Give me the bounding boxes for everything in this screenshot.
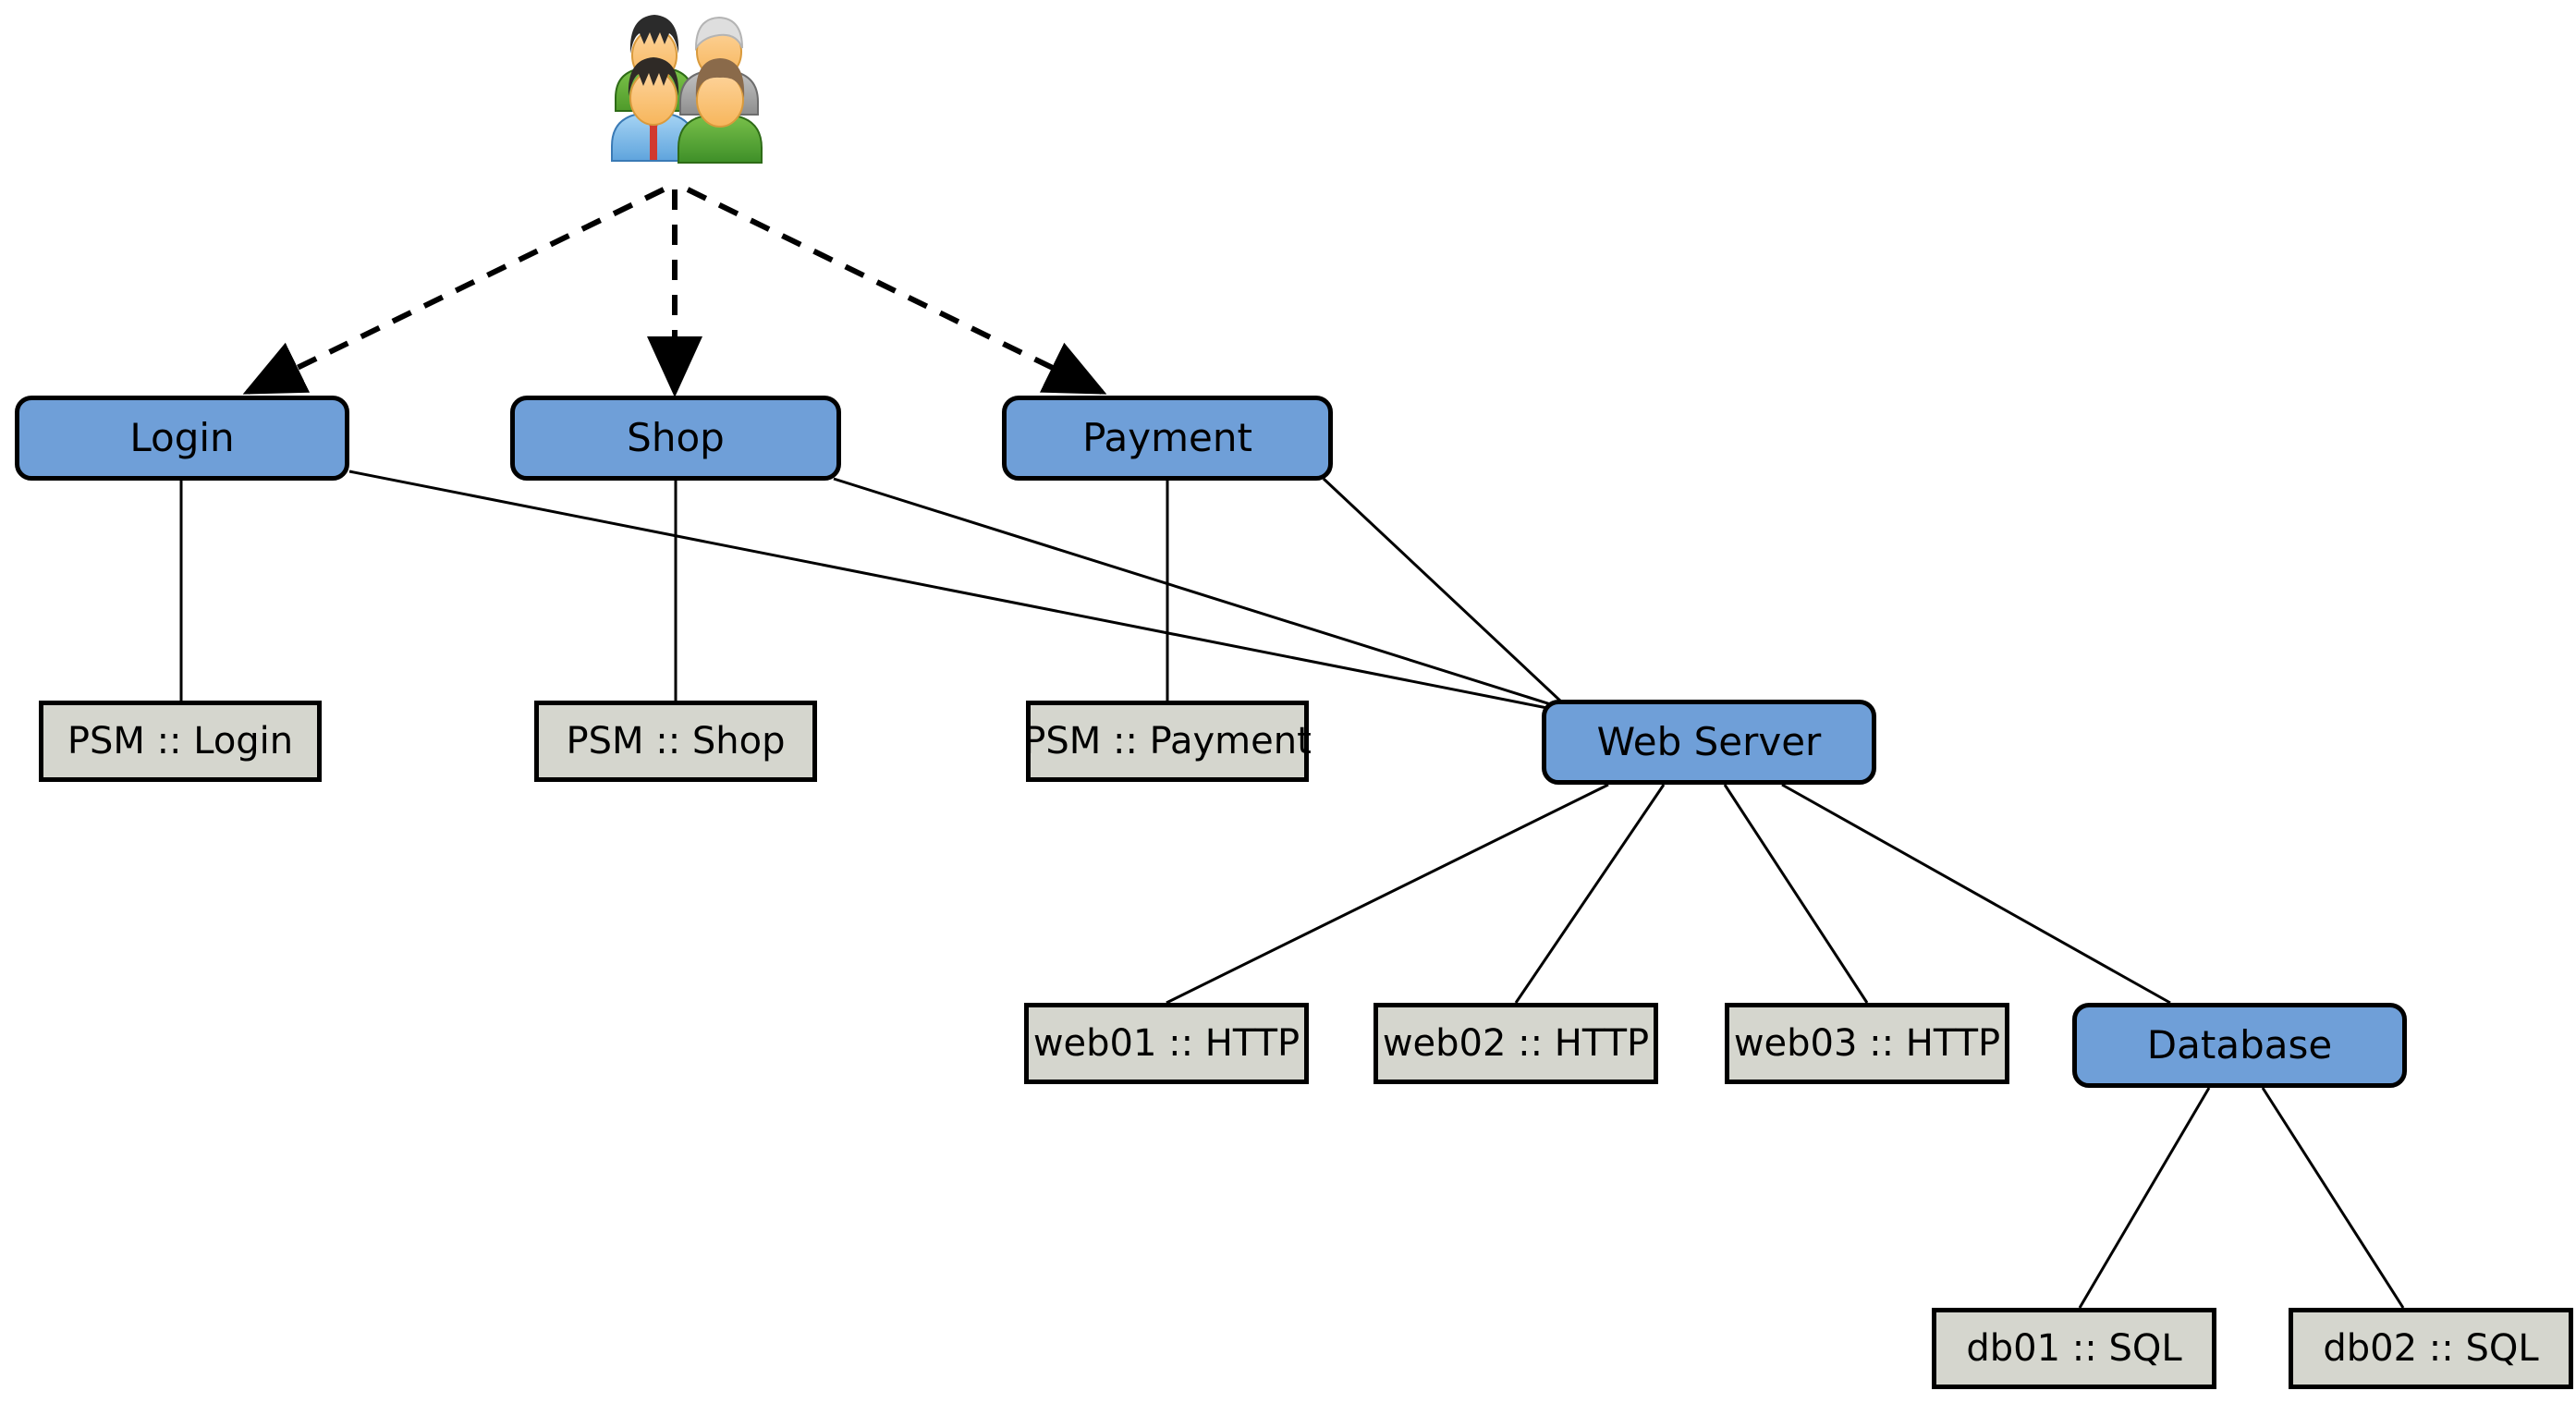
node-label-db02: db02 :: SQL [2323, 1327, 2539, 1370]
edge-actor-login [242, 187, 665, 395]
node-psm-payment[interactable]: PSM :: Payment [1023, 701, 1312, 782]
node-label-web-server: Web Server [1596, 718, 1822, 764]
node-label-psm-payment: PSM :: Payment [1023, 720, 1312, 762]
edge-webserver-web03 [1723, 784, 1869, 1004]
node-web-server[interactable]: Web Server [1542, 700, 1876, 785]
node-psm-shop[interactable]: PSM :: Shop [534, 701, 817, 782]
node-label-payment: Payment [1082, 414, 1252, 460]
edge-payment-webserver [1322, 477, 1564, 704]
edge-actor-payment [686, 187, 1107, 395]
node-login[interactable]: Login [15, 396, 349, 481]
edge-database-db01 [2078, 1087, 2211, 1309]
node-shop[interactable]: Shop [510, 396, 841, 481]
node-web02[interactable]: web02 :: HTTP [1373, 1003, 1658, 1084]
node-label-database: Database [2146, 1021, 2333, 1068]
edge-login-webserver [348, 470, 1557, 712]
node-web03[interactable]: web03 :: HTTP [1725, 1003, 2009, 1084]
node-psm-login[interactable]: PSM :: Login [39, 701, 322, 782]
edge-webserver-database [1781, 783, 2171, 1005]
node-label-web01: web01 :: HTTP [1032, 1022, 1300, 1065]
actor-person-3 [611, 57, 696, 162]
node-label-psm-shop: PSM :: Shop [566, 720, 786, 762]
node-db02[interactable]: db02 :: SQL [2289, 1308, 2573, 1389]
node-label-login: Login [129, 414, 235, 460]
node-label-web02: web02 :: HTTP [1382, 1022, 1650, 1065]
actor-person-4 [678, 58, 763, 164]
node-web01[interactable]: web01 :: HTTP [1024, 1003, 1309, 1084]
node-label-db01: db01 :: SQL [1966, 1327, 2182, 1370]
node-database[interactable]: Database [2072, 1003, 2407, 1088]
edge-shop-webserver [833, 477, 1557, 708]
edge-webserver-web02 [1514, 784, 1666, 1004]
node-db01[interactable]: db01 :: SQL [1932, 1308, 2216, 1389]
edge-webserver-web01 [1166, 783, 1609, 1005]
node-payment[interactable]: Payment [1002, 396, 1333, 481]
node-label-shop: Shop [627, 414, 725, 460]
node-label-psm-login: PSM :: Login [67, 720, 294, 762]
user-group-actor-icon [582, 7, 786, 201]
node-label-web03: web03 :: HTTP [1733, 1022, 2001, 1065]
edge-database-db02 [2261, 1087, 2405, 1309]
